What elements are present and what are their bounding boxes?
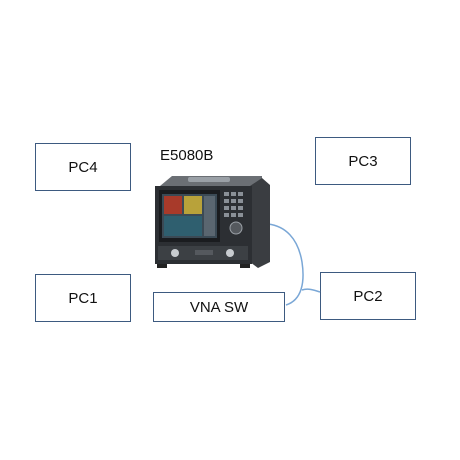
pc2-label: PC2 (353, 287, 383, 305)
pc3-label: PC3 (348, 152, 378, 170)
pc2-node: PC2 (320, 272, 416, 320)
pc1-node: PC1 (35, 274, 131, 322)
device-label: E5080B (160, 147, 214, 164)
vna-sw-label: VNA SW (189, 298, 249, 316)
vna-instrument-image (155, 176, 270, 268)
pc1-label: PC1 (68, 289, 98, 307)
network-cable-branch (301, 288, 321, 293)
vna-sw-node: VNA SW (153, 292, 285, 322)
pc4-node: PC4 (35, 143, 131, 191)
pc3-node: PC3 (315, 137, 411, 185)
pc4-label: PC4 (68, 158, 98, 176)
network-cable (267, 223, 304, 306)
